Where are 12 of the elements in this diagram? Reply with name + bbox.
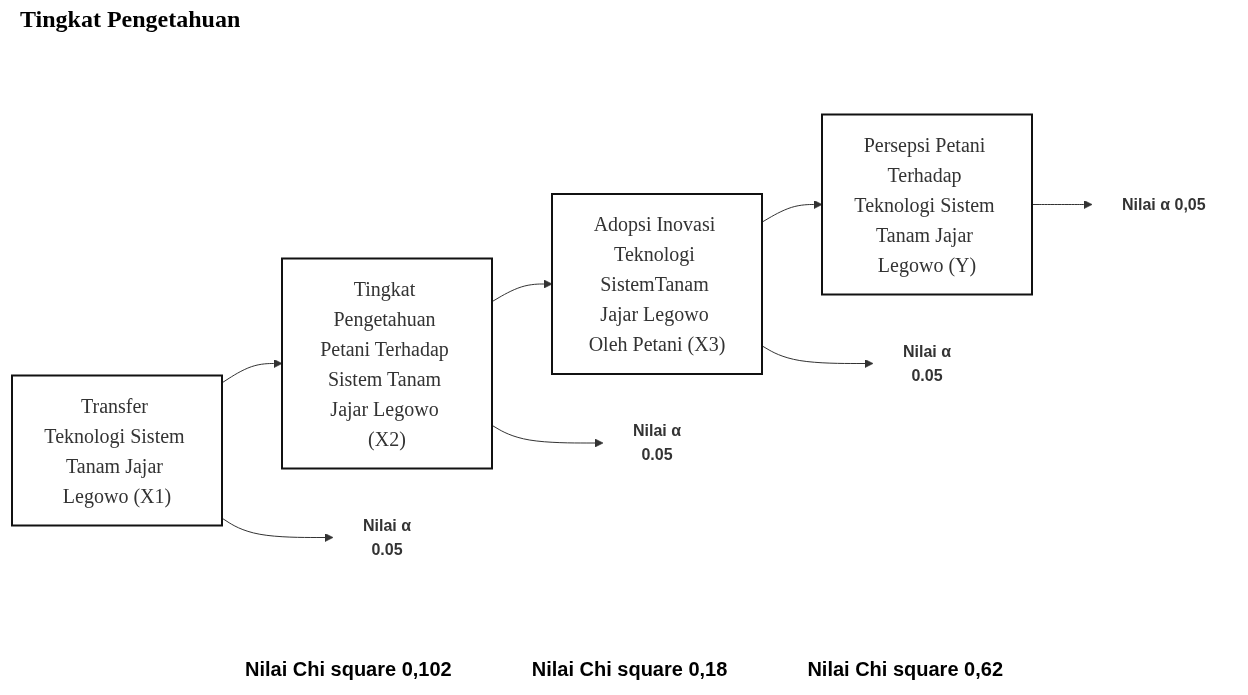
node-box: Adopsi Inovasi Teknologi SistemTanam Jajar Legowo Oleh Petani (X3) [551, 193, 764, 375]
chi-square-note: Nilai Chi square 0,62 [807, 658, 1003, 681]
node-text: Nilai α 0.05 [363, 516, 412, 558]
node-text: Nilai α 0.05 [633, 422, 682, 463]
node-text: Nilai α 0.05 [903, 342, 952, 384]
node-box: Tingkat Pengetahuan Petani Terhadap Sistem Tanam Jajar Legowo (X2) [281, 257, 494, 470]
chi-square-note: Nilai Chi square 0,102 [244, 658, 452, 681]
node-box: Transfer Teknologi Sistem Tanam Jajar Legowo (X1) [11, 374, 224, 527]
diagram-title: Tingkat Pengetahuan [19, 6, 241, 33]
node-box: Persepsi Petani Terhadap Teknologi Sistem Tanam Jajar Legowo (Y) [821, 113, 1034, 296]
chi-square-note: Nilai Chi square 0,18 [531, 658, 728, 681]
node-text: Nilai α 0,05 [1122, 195, 1206, 213]
